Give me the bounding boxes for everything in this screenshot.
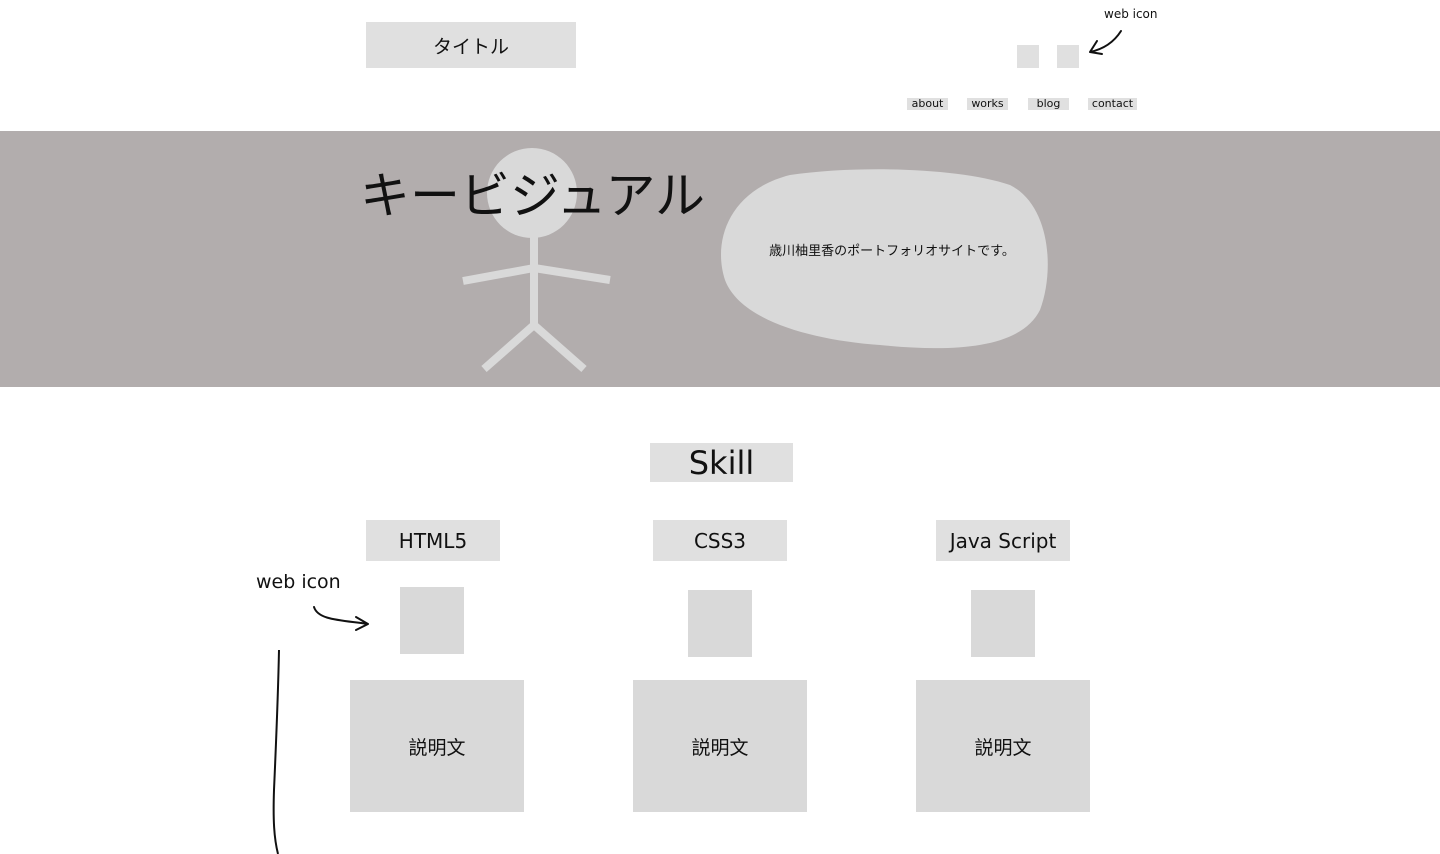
nav-blog[interactable]: blog <box>1028 98 1069 110</box>
nav-contact[interactable]: contact <box>1088 98 1137 110</box>
css3-icon <box>688 590 752 657</box>
social-icon-2[interactable] <box>1057 45 1079 68</box>
skill-icon-annotation: web icon <box>256 571 341 593</box>
key-visual-label: キービジュアル <box>360 167 705 225</box>
javascript-icon <box>971 590 1035 657</box>
skill-heading: Skill <box>650 443 793 482</box>
site-title[interactable]: タイトル <box>366 22 576 68</box>
nav-works[interactable]: works <box>967 98 1008 110</box>
scribble-line <box>272 649 280 854</box>
skill-desc-javascript: 説明文 <box>916 680 1090 812</box>
social-icon-annotation: web icon <box>1104 7 1158 21</box>
skill-name-html5: HTML5 <box>366 520 500 561</box>
key-visual-section <box>0 131 1440 387</box>
skill-desc-html5: 説明文 <box>350 680 524 812</box>
arrow-icon <box>1089 30 1122 55</box>
arrow-icon <box>313 606 369 631</box>
nav-about[interactable]: about <box>907 98 948 110</box>
skill-name-javascript: Java Script <box>936 520 1070 561</box>
skill-desc-css3: 説明文 <box>633 680 807 812</box>
social-icon-1[interactable] <box>1017 45 1039 68</box>
skill-name-css3: CSS3 <box>653 520 787 561</box>
intro-text: 歳川柚里香のポートフォリオサイトです。 <box>769 244 1015 259</box>
html5-icon <box>400 587 464 654</box>
